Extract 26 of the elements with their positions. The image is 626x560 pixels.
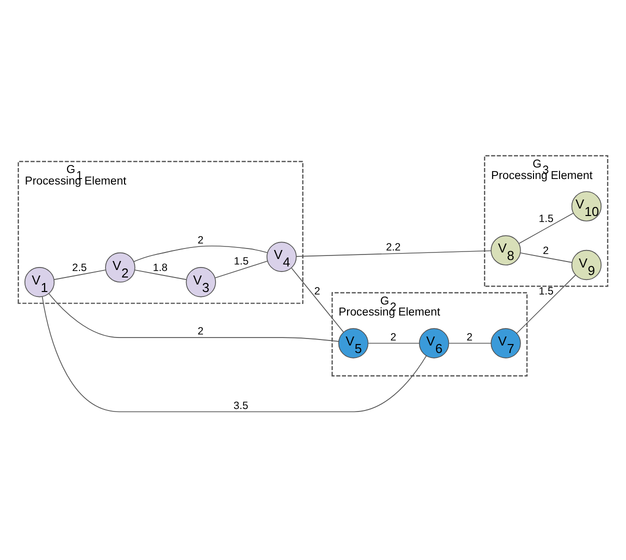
edge-label: 2: [314, 285, 320, 298]
edge-label: 2: [198, 325, 204, 338]
edge-label: 2.5: [72, 262, 87, 274]
connector: [54, 269, 106, 280]
connector: [516, 274, 576, 334]
edge-label: 2: [390, 330, 396, 343]
connector: [134, 269, 187, 280]
edge-label: 2.2: [386, 241, 401, 254]
connector: [520, 252, 572, 262]
edge-label: 1.8: [152, 262, 168, 274]
connector: [133, 245, 268, 262]
connector: [296, 250, 492, 256]
connector: [214, 260, 268, 278]
connector: [448, 342, 492, 344]
edge-label: 1.5: [538, 285, 554, 298]
edge-label: 1.5: [234, 255, 249, 268]
edge-label: 2: [198, 234, 204, 246]
connector: [42, 296, 427, 412]
connector: [291, 267, 344, 332]
connector: [368, 342, 420, 344]
connector: [48, 292, 339, 342]
edge-label: 1.5: [538, 212, 554, 225]
edge-label: 2: [542, 244, 549, 256]
connector: [518, 212, 574, 244]
edge-label: 2: [466, 330, 473, 343]
edge-label: 3.5: [234, 399, 248, 412]
